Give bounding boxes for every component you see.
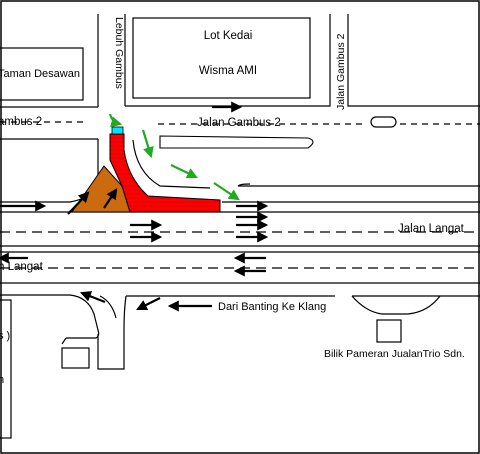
label-jalan-gambus-2-center: Jalan Gambus 2	[197, 117, 281, 129]
road-lebuh-gambus	[69, 14, 480, 203]
label-wisma-ami: Wisma AMI	[199, 65, 257, 77]
label-dari-banting: Dari Banting Ke Klang	[218, 301, 326, 313]
arrow-green-icon	[213, 182, 240, 201]
label-jalan-langat-left: n Langat	[0, 261, 44, 273]
label-jalan-gambus-2-vertical: Jalan Gambus 2	[335, 33, 347, 110]
label-left-fragment-2: n	[0, 374, 4, 386]
arrow-up-left-icon	[79, 291, 106, 304]
arrow-green-icon	[108, 113, 123, 128]
label-jalan-gambus-2-left: ambus 2	[0, 116, 42, 128]
road-lower-access	[0, 294, 480, 370]
label-lot-kedai: Lot Kedai	[204, 30, 253, 42]
label-jalan-langat-right: Jalan Langat	[398, 223, 465, 235]
building-taman-desawan	[0, 47, 84, 101]
label-left-fragment-1: s )	[0, 330, 10, 342]
arrow-up-right-icon	[67, 191, 90, 215]
arrow-green-icon	[141, 129, 154, 159]
cyan-marker	[111, 126, 124, 135]
building-bilik-pameran	[376, 319, 402, 343]
label-taman-desawan: Taman Desawan	[0, 68, 80, 80]
label-lebuh-gambus: Lebuh Gambus	[113, 17, 125, 89]
road-closure-zone	[109, 133, 221, 213]
label-bilik-pameran: Bilik Pameran JualanTrio Sdn.	[324, 348, 465, 360]
arrow-green-icon	[170, 164, 198, 179]
diversion-arrows	[108, 113, 240, 201]
building-left-edge	[0, 299, 12, 439]
arrow-down-left-icon	[136, 297, 161, 310]
road-jalan-gambus-2	[0, 14, 480, 149]
road-island-right	[370, 116, 397, 128]
arrow-up-right-icon	[103, 188, 118, 209]
building-small-left	[61, 347, 90, 369]
traffic-arrows	[0, 101, 269, 312]
building-lot-kedai	[132, 17, 311, 99]
